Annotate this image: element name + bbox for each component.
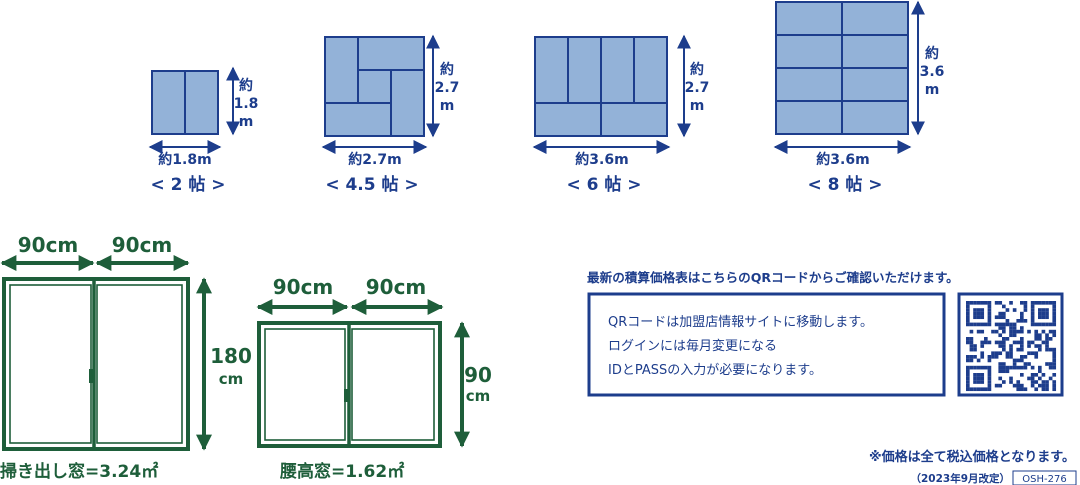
window-hakidashi: 90cm 90cm 180 cm 掃き出し窓=3.24㎡ [0, 233, 252, 482]
window-pane [351, 328, 435, 441]
window-pane [264, 328, 346, 441]
qr-info-line: QRコードは加盟店情報サイトに移動します。 [608, 315, 873, 330]
tatami-mat [841, 67, 909, 102]
window-latch [344, 389, 349, 402]
qr-info-line: IDとPASSの入力が必要になります。 [608, 363, 822, 378]
tatami-mat [357, 36, 425, 71]
room-name: < 6 帖 > [566, 174, 641, 195]
window-caption: 腰高窓=1.62㎡ [280, 461, 404, 482]
tatami-mat [600, 36, 635, 104]
tatami-mat-half [357, 69, 392, 104]
window-caption: 掃き出し窓=3.24㎡ [0, 461, 158, 482]
room-name: < 8 帖 > [807, 174, 882, 195]
pane-width-label-left: 90cm [273, 275, 334, 299]
revision-note: （2023年9月改定） [910, 472, 1010, 485]
pane-width-label-left: 90cm [18, 233, 79, 257]
tatami-mat [775, 67, 843, 102]
height-label-value: 180 [210, 344, 252, 368]
tatami-mat [841, 100, 909, 135]
tatami-mat [600, 102, 668, 137]
width-label: 約2.7m [348, 151, 401, 168]
tatami-mat [534, 102, 602, 137]
room-4-5-jo: 約 2.7 m 約2.7m < 4.5 帖 > [321, 34, 460, 195]
code-badge [1012, 470, 1077, 485]
height-label-prefix: 約 [440, 61, 454, 78]
tatami-mat [184, 70, 219, 135]
height-label-unit: cm [466, 387, 491, 405]
window-pane [96, 284, 183, 444]
width-label: 約3.6m [816, 151, 869, 168]
code-label: OSH-276 [1022, 474, 1066, 485]
tatami-mat [324, 102, 392, 137]
room-name: < 4.5 帖 > [325, 174, 418, 195]
height-label-unit: m [440, 98, 455, 114]
width-label: 約3.6m [575, 151, 628, 168]
height-label-value: 1.8 [234, 96, 259, 112]
window-frame [2, 277, 190, 451]
window-frame [257, 321, 442, 448]
room-2-jo: 約 1.8 m 約1.8m < 2 帖 > [148, 66, 259, 195]
height-label-value: 2.7 [685, 80, 710, 96]
height-label-unit: m [690, 98, 705, 114]
height-label-prefix: 約 [690, 61, 704, 78]
height-label-prefix: 約 [925, 45, 939, 62]
qr-code-image[interactable] [966, 301, 1057, 392]
tax-note: ※価格は全て税込価格となります。 [869, 449, 1075, 465]
pane-width-label-right: 90cm [112, 233, 173, 257]
tatami-mat [324, 36, 359, 104]
qr-info-line: ログインには毎月変更になる [608, 338, 777, 354]
qr-section: 最新の積算価格表はこちらのQRコードからご確認いただけます。 QRコードは加盟店… [587, 270, 1064, 397]
tatami-mat [633, 36, 668, 104]
height-label-unit: cm [219, 370, 244, 388]
pane-width-label-right: 90cm [366, 275, 427, 299]
height-label-unit: m [925, 82, 940, 98]
tatami-mat [567, 36, 602, 104]
height-label-value: 2.7 [435, 80, 460, 96]
width-label: 約1.8m [158, 151, 211, 168]
height-label-value: 3.6 [920, 64, 945, 80]
height-label-prefix: 約 [239, 77, 253, 94]
tatami-mat [841, 34, 909, 69]
room-8-jo: 約 3.6 m 約3.6m < 8 帖 > [773, 0, 945, 195]
height-label-value: 90 [464, 363, 492, 387]
height-label-unit: m [239, 114, 254, 130]
tatami-mat [534, 36, 569, 104]
tatami-mat [390, 69, 425, 137]
tatami-mat [775, 34, 843, 69]
tatami-mat [841, 1, 909, 36]
qr-heading: 最新の積算価格表はこちらのQRコードからご確認いただけます。 [587, 270, 959, 285]
window-pane [9, 284, 92, 444]
room-6-jo: 約 2.7 m 約3.6m < 6 帖 > [532, 34, 710, 195]
tatami-mat [775, 1, 843, 36]
window-koshidaka: 90cm 90cm 90 cm 腰高窓=1.62㎡ [256, 275, 492, 482]
window-latch [89, 369, 94, 383]
room-name: < 2 帖 > [150, 174, 225, 195]
tatami-mat [151, 70, 186, 135]
qr-info-box [587, 292, 946, 397]
tatami-mat [775, 100, 843, 135]
